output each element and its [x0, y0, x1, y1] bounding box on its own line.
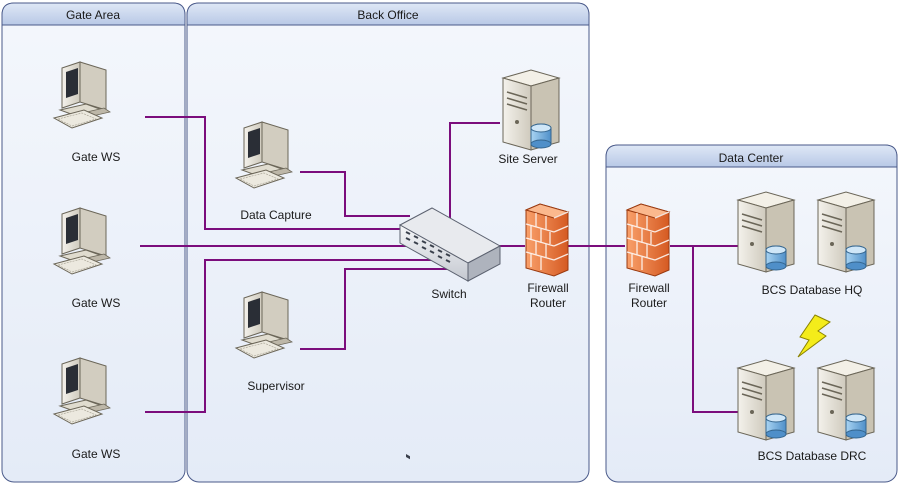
workstation-icon[interactable] — [53, 207, 111, 275]
link-data-capture — [300, 171, 410, 217]
server-icon[interactable] — [502, 69, 560, 151]
server-icon[interactable] — [737, 359, 795, 441]
server-icon[interactable] — [737, 191, 795, 273]
label-db-drc: BCS Database DRC — [758, 449, 867, 463]
workstation-icon[interactable] — [235, 291, 293, 359]
label-data-capture: Data Capture — [240, 208, 312, 222]
label-firewall-1-line1: Firewall — [527, 281, 568, 295]
label-firewall-1-line2: Router — [530, 296, 566, 310]
link-gate-ws-1 — [145, 116, 402, 230]
label-firewall-2-line1: Firewall — [628, 281, 669, 295]
firewall-icon[interactable] — [525, 203, 569, 277]
link-supervisor — [300, 268, 470, 350]
label-site-server: Site Server — [498, 152, 557, 166]
zone-title-data-center: Data Center — [719, 151, 784, 165]
label-supervisor: Supervisor — [247, 379, 304, 393]
link-site-server — [449, 122, 500, 222]
label-gate-ws-1: Gate WS — [72, 150, 121, 164]
link-firewall-db-drc — [692, 246, 742, 413]
label-switch: Switch — [431, 287, 466, 301]
server-icon[interactable] — [817, 191, 875, 273]
label-firewall-2-line2: Router — [631, 296, 667, 310]
zone-title-gate-area: Gate Area — [66, 8, 120, 22]
label-db-hq: BCS Database HQ — [762, 283, 863, 297]
workstation-icon[interactable] — [53, 357, 111, 425]
server-icon[interactable] — [817, 359, 875, 441]
workstation-icon[interactable] — [235, 121, 293, 189]
workstation-icon[interactable] — [53, 61, 111, 129]
label-gate-ws-2: Gate WS — [72, 296, 121, 310]
network-links — [140, 116, 742, 413]
firewall-icon[interactable] — [626, 203, 670, 277]
label-gate-ws-3: Gate WS — [72, 447, 121, 461]
lightning-icon — [797, 314, 831, 358]
switch-icon[interactable] — [398, 207, 502, 460]
zone-title-back-office: Back Office — [357, 8, 418, 22]
link-gate-ws-3 — [145, 259, 455, 413]
